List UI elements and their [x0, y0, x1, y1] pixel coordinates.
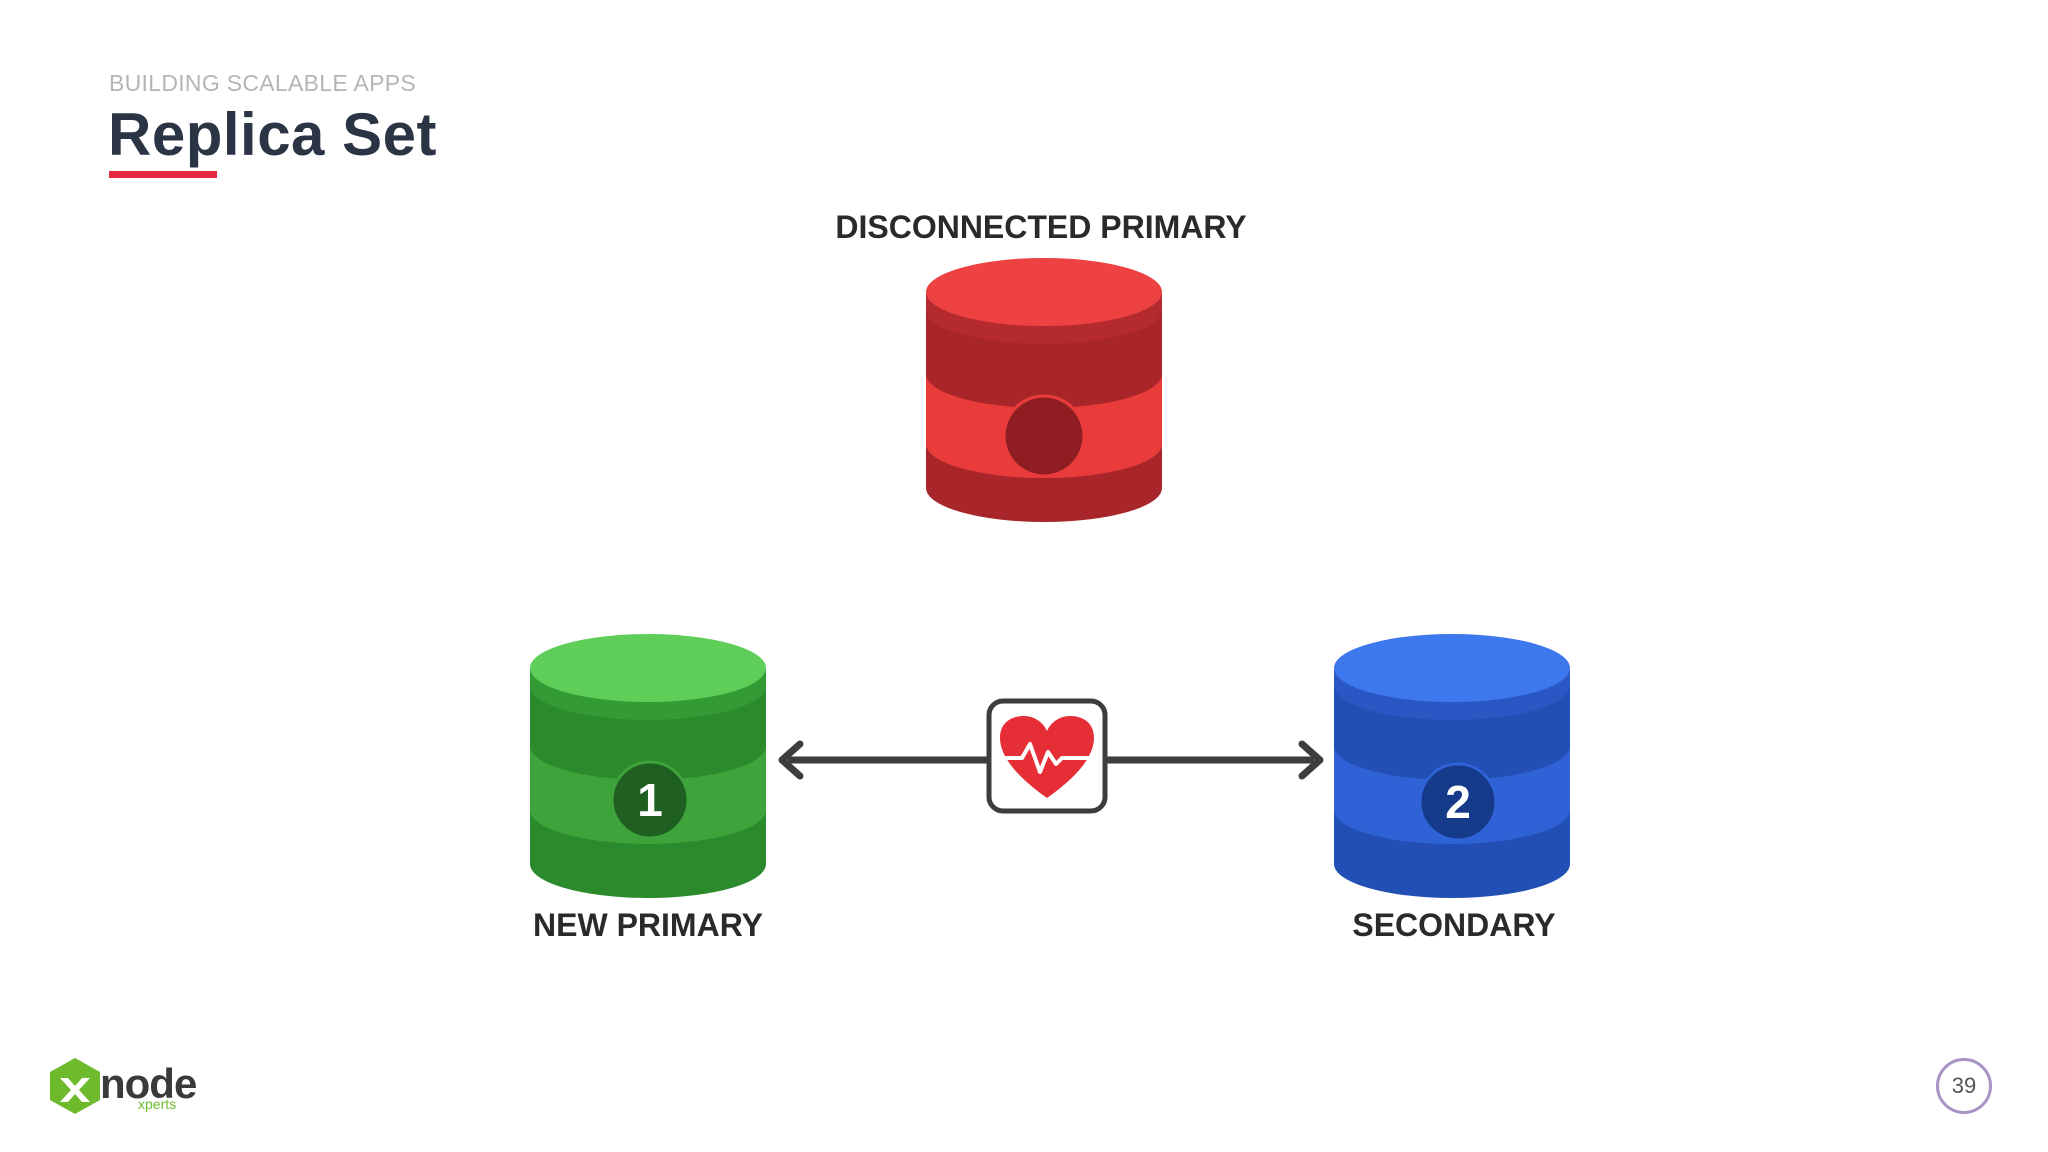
left-node-database-icon — [530, 634, 766, 898]
left-node-label: NEW PRIMARY — [533, 907, 763, 943]
top-node-label: DISCONNECTED PRIMARY — [835, 209, 1246, 245]
company-logo: node xperts — [48, 1056, 198, 1116]
top-node-database-icon — [926, 258, 1162, 522]
page-number: 39 — [1936, 1058, 1992, 1114]
heartbeat-icon — [986, 698, 1108, 814]
logo-subtext: xperts — [138, 1096, 177, 1112]
logo-mark-icon — [50, 1058, 100, 1114]
connector-right-arrow — [1106, 740, 1324, 780]
right-node-label: SECONDARY — [1352, 907, 1555, 943]
left-node-number: 1 — [637, 774, 663, 826]
title-underline — [109, 171, 217, 178]
connector-left-arrow — [778, 740, 988, 780]
section-label: BUILDING SCALABLE APPS — [109, 70, 417, 96]
right-node-number: 2 — [1445, 776, 1471, 828]
right-node-database-icon — [1334, 634, 1570, 898]
logo-wordmark: node — [100, 1060, 197, 1107]
page-title: Replica Set — [108, 101, 437, 168]
